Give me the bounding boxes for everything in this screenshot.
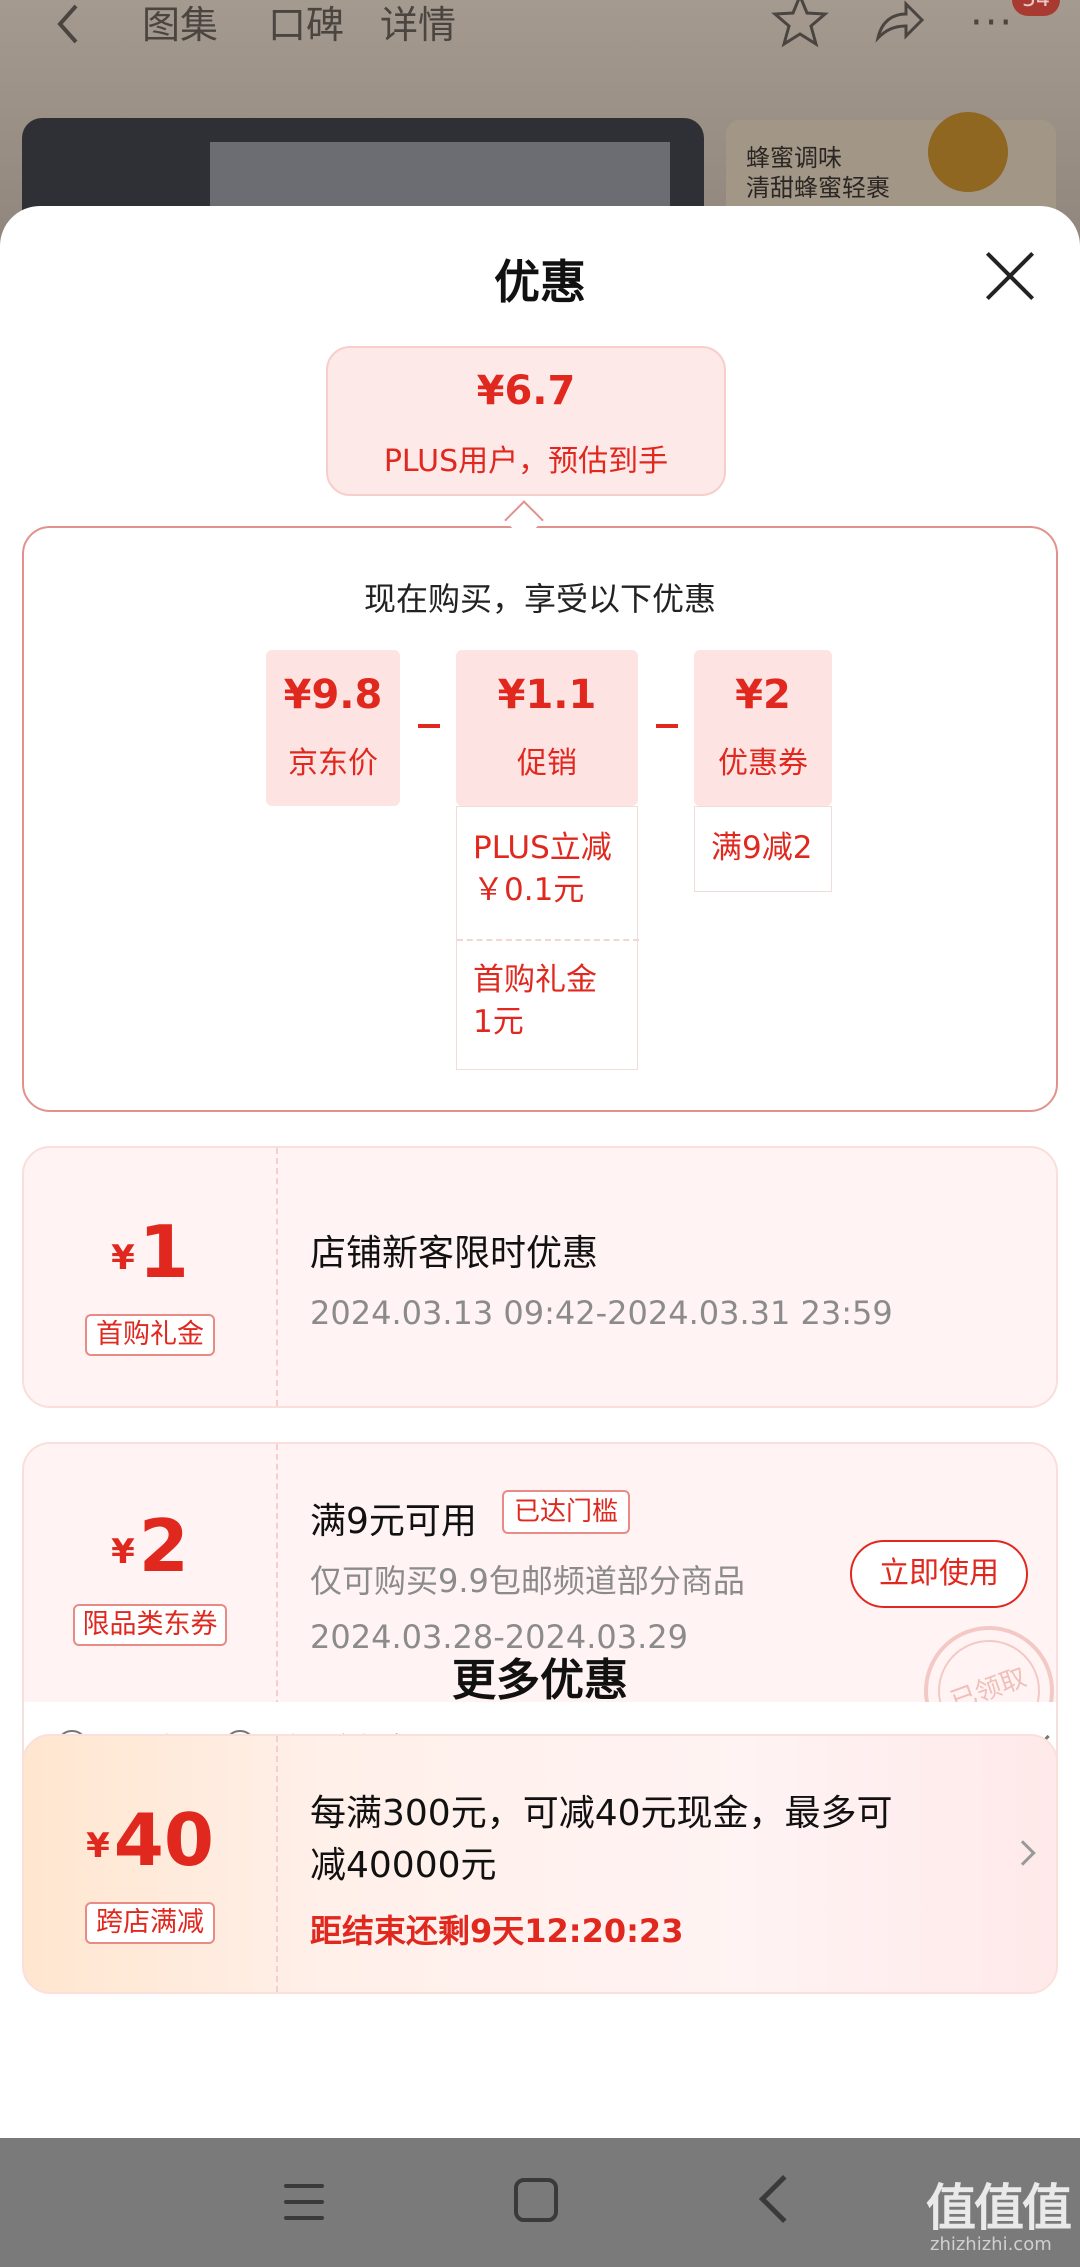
estimate-price: ¥6.7 — [476, 368, 576, 414]
promotion-box: ¥1.1 促销 — [456, 650, 638, 806]
price-breakdown: 现在购买，享受以下优惠 ¥9.8 京东价 ¥1.1 促销 ¥2 优惠券 PLUS… — [22, 526, 1058, 1112]
coupon-period: 2024.03.13 09:42-2024.03.31 23:59 — [310, 1294, 893, 1332]
promotion-detail-list: PLUS立减 ￥0.1元 首购礼金 1元 — [456, 806, 639, 1070]
back-icon — [57, 4, 78, 44]
discount-amount-value: 40 — [113, 1798, 214, 1882]
yen-sign: ¥ — [111, 1238, 135, 1278]
yen-sign: ¥ — [86, 1826, 110, 1866]
coupon-amount: ¥1 — [24, 1210, 276, 1294]
coupon-detail: 满9减2 — [711, 830, 813, 866]
coupon-value: ¥2 — [735, 672, 791, 718]
home-button[interactable] — [514, 2178, 558, 2222]
promotion-label: 促销 — [517, 746, 577, 781]
star-icon — [771, 0, 829, 48]
coupon-label: 优惠券 — [718, 746, 808, 781]
yen-sign: ¥ — [111, 1532, 135, 1572]
minus-sign — [418, 724, 440, 728]
jd-price-value: ¥9.8 — [283, 672, 383, 718]
coupon-divider — [276, 1148, 278, 1406]
more-icon: ··· — [970, 0, 1015, 46]
promo-detail-1-line1: PLUS立减 — [473, 830, 612, 866]
more-discounts-title: 更多优惠 — [452, 1655, 628, 1706]
watermark-logo: 值值值 — [926, 2179, 1072, 2237]
breakdown-title: 现在购买，享受以下优惠 — [363, 580, 716, 618]
estimate-price-box: ¥6.7 PLUS用户，预估到手 — [326, 346, 726, 496]
promo-line-1: 蜂蜜调味 — [746, 144, 842, 172]
coupon-type-tag: 限品类东券 — [73, 1604, 227, 1646]
watermark-url: zhizhizhi.com — [930, 2234, 1052, 2255]
coupon-amount-value: 2 — [138, 1504, 189, 1588]
promo-detail-1-line2: ￥0.1元 — [473, 872, 585, 908]
tab-gallery: 图集 — [142, 3, 219, 47]
coupon-detail-list: 满9减2 — [694, 806, 832, 892]
coupon-period: 2024.03.28-2024.03.29 — [310, 1618, 688, 1656]
detail-separator — [457, 939, 639, 941]
coupon-amount: ¥2 — [24, 1504, 276, 1588]
promo-detail-2: 首购礼金 1元 — [473, 959, 597, 1043]
promo-line-2: 清甜蜂蜜轻裹 — [746, 174, 890, 202]
system-nav-bar: 值值值 zhizhizhi.com — [0, 2138, 1080, 2267]
coupon-description: 仅可购买9.9包邮频道部分商品 — [310, 1562, 745, 1600]
promo-detail-1: PLUS立减 ￥0.1元 — [473, 827, 612, 911]
recent-apps-button[interactable] — [284, 2184, 324, 2220]
tab-details: 详情 — [380, 3, 457, 47]
threshold-met-badge: 已达门槛 — [502, 1490, 631, 1534]
estimate-label: PLUS用户，预估到手 — [383, 444, 669, 479]
minus-sign — [656, 724, 678, 728]
share-icon — [875, 0, 925, 43]
discount-type-tag: 跨店满减 — [85, 1902, 215, 1944]
discount-countdown: 距结束还剩9天12:20:23 — [310, 1912, 684, 1950]
cross-store-discount-card[interactable]: ¥40 跨店满减 每满300元，可减40元现金，最多可减40000元 距结束还剩… — [22, 1734, 1058, 1994]
promotion-value: ¥1.1 — [497, 672, 597, 718]
coupon-card-new-customer[interactable]: ¥1 首购礼金 店铺新客限时优惠 2024.03.13 09:42-2024.0… — [22, 1146, 1058, 1408]
honey-image — [928, 112, 1008, 192]
jd-price-label: 京东价 — [288, 746, 378, 781]
promo-detail-2-line2: 1元 — [473, 1004, 524, 1040]
close-button[interactable] — [980, 246, 1040, 306]
coupon-divider — [276, 1736, 278, 1992]
coupon-title: 店铺新客限时优惠 — [310, 1233, 599, 1274]
coupon-box: ¥2 优惠券 — [694, 650, 832, 806]
discount-amount: ¥40 — [24, 1798, 276, 1882]
back-button[interactable] — [758, 2174, 808, 2224]
promo-detail-2-line1: 首购礼金 — [473, 962, 597, 998]
notification-badge: 54 — [1012, 0, 1060, 16]
coupon-type-tag: 首购礼金 — [85, 1314, 215, 1356]
coupon-card-category[interactable]: ¥2 限品类东券 满9元可用 已达门槛 仅可购买9.9包邮频道部分商品 2024… — [22, 1442, 1058, 1706]
coupon-amount-value: 1 — [138, 1210, 189, 1294]
discount-sheet: 优惠 ¥6.7 PLUS用户，预估到手 现在购买，享受以下优惠 ¥9.8 京东价… — [0, 206, 1080, 2138]
coupon-divider — [276, 1444, 278, 1706]
use-now-button[interactable]: 立即使用 — [850, 1540, 1028, 1608]
jd-price-box: ¥9.8 京东价 — [266, 650, 400, 806]
chevron-right-icon[interactable] — [1010, 1840, 1036, 1866]
coupon-title: 满9元可用 — [310, 1501, 477, 1542]
discount-title: 每满300元，可减40元现金，最多可减40000元 — [310, 1793, 893, 1886]
tab-reviews: 口碑 — [268, 3, 345, 47]
sheet-title: 优惠 — [494, 255, 586, 309]
